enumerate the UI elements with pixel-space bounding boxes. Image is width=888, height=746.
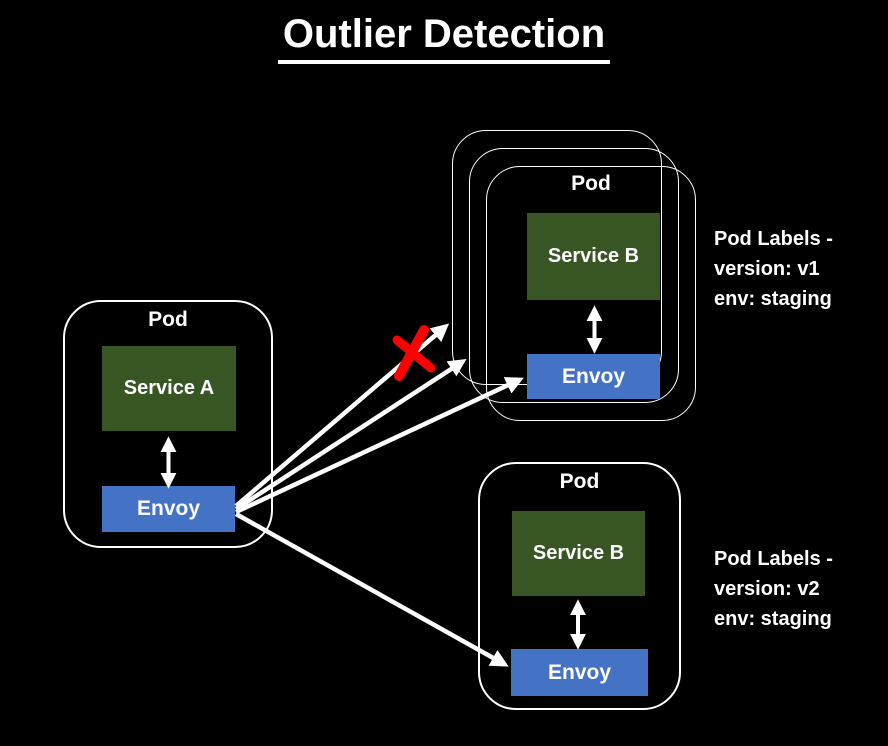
service-b-v1-box: Service B	[527, 213, 660, 300]
traffic-arrow-v2-envoy	[234, 512, 509, 667]
pod-labels-annotation-v1: Pod Labels - version: v1 env: staging	[714, 224, 833, 314]
annotation-v1-line1: Pod Labels -	[714, 228, 833, 250]
envoy-a-box: Envoy	[102, 486, 235, 532]
envoy-b-v1-box: Envoy	[527, 354, 660, 399]
annotation-v1-line2: version: v1	[714, 258, 820, 280]
annotation-v1-line3: env: staging	[714, 288, 832, 310]
annotation-v2-line1: Pod Labels -	[714, 548, 833, 570]
blocked-x-icon	[392, 325, 436, 381]
pod-b-v1-label: Pod	[571, 172, 611, 195]
pod-b-v1-replica-middle	[469, 148, 679, 403]
service-a-box: Service A	[102, 346, 236, 431]
pod-labels-annotation-v2: Pod Labels - version: v2 env: staging	[714, 544, 833, 634]
pod-service-a: Pod Service A Envoy	[63, 300, 273, 548]
pod-b-v2-label: Pod	[559, 470, 600, 493]
annotation-v2-line3: env: staging	[714, 608, 832, 630]
pod-service-b-v2: Pod Service B Envoy	[478, 462, 681, 710]
annotation-v2-line2: version: v2	[714, 578, 820, 600]
page-title: Outlier Detection	[277, 12, 611, 64]
traffic-arrow-v1-envoy	[235, 377, 524, 515]
envoy-b-v2-box: Envoy	[511, 649, 648, 696]
page-title-wrap: Outlier Detection	[0, 12, 888, 64]
pod-service-b-v1: Pod Service B Envoy	[486, 166, 696, 421]
service-b-v2-box: Service B	[512, 511, 645, 596]
pod-a-label: Pod	[148, 308, 188, 331]
